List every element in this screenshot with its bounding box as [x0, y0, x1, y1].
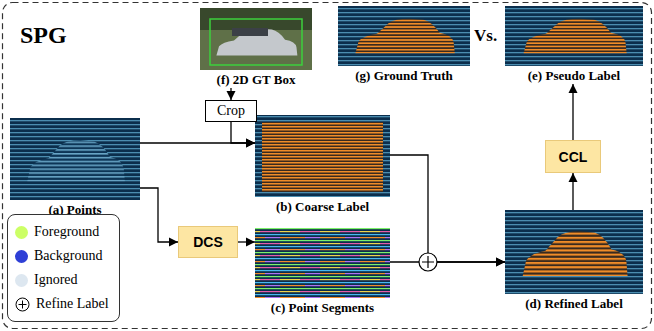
point-image: [10, 118, 140, 200]
segment-image: [255, 228, 390, 298]
legend-row: Ignored: [15, 268, 109, 292]
flow-arrow: [572, 173, 573, 210]
legend-swatch: [15, 226, 28, 239]
legend-swatch: [15, 250, 28, 263]
node-label: (c) Point Segments: [255, 300, 390, 316]
comparison-label: Vs.: [474, 26, 497, 46]
image-panel: (g) Ground Truth: [338, 6, 470, 84]
point-image: [505, 210, 643, 294]
gt-box: [210, 19, 302, 65]
node-label: DCS: [193, 234, 223, 250]
image-panel: (f) 2D GT Box: [200, 8, 312, 88]
image-panel: (a) Points: [10, 118, 140, 218]
point-image: [338, 6, 470, 66]
flow-arrow: [238, 241, 255, 242]
process-box: Crop: [205, 100, 257, 122]
flow-arrow: [230, 88, 231, 100]
image-panel: (e) Pseudo Label: [505, 6, 643, 84]
photo-window: [232, 28, 268, 36]
node-label: (f) 2D GT Box: [200, 72, 312, 88]
image-panel: (c) Point Segments: [255, 228, 390, 316]
node-label: Crop: [217, 103, 245, 119]
flow-arrow: [572, 84, 573, 140]
refine-plus: [419, 253, 437, 271]
dashed-frame: [3, 3, 652, 329]
node-label: (g) Ground Truth: [338, 68, 470, 84]
legend-label: Refine Label: [36, 296, 109, 312]
car-points: [27, 140, 125, 181]
process-box: CCL: [545, 140, 601, 173]
legend-label: Background: [34, 248, 102, 264]
point-image: [505, 6, 643, 66]
car-label: [355, 19, 454, 54]
flow-arrow: [390, 155, 505, 262]
legend-symbol: [19, 300, 27, 308]
coarse-region: [262, 122, 383, 192]
process-box: DCS: [178, 226, 238, 258]
legend-symbol: [15, 297, 30, 312]
flow-arrow: [140, 188, 178, 242]
flow-arrow: [390, 261, 505, 262]
node-label: (b) Coarse Label: [255, 199, 390, 215]
legend-symbol: [16, 298, 29, 311]
flow-arrow: [140, 142, 255, 143]
node-label: CCL: [559, 149, 588, 165]
image-panel: (d) Refined Label: [505, 210, 643, 312]
car-label: [523, 231, 628, 276]
node-label: (e) Pseudo Label: [505, 68, 643, 84]
image-panel: (b) Coarse Label: [255, 115, 390, 215]
car-label: [524, 19, 627, 54]
photo-car: [216, 29, 297, 56]
node-label: (d) Refined Label: [505, 296, 643, 312]
photo-ground: [200, 8, 312, 70]
legend-box: ForegroundBackgroundIgnoredRefine Label: [7, 214, 120, 322]
legend-swatch: [15, 274, 28, 287]
legend-label: Foreground: [34, 224, 99, 240]
legend-row: Foreground: [15, 220, 109, 244]
legend-row: Refine Label: [15, 292, 109, 316]
legend-label: Ignored: [34, 272, 78, 288]
flow-arrow: [231, 122, 255, 143]
refine-plus: [422, 256, 434, 268]
point-image: [255, 115, 390, 197]
figure-title: SPG: [20, 22, 67, 49]
legend-row: Background: [15, 244, 109, 268]
